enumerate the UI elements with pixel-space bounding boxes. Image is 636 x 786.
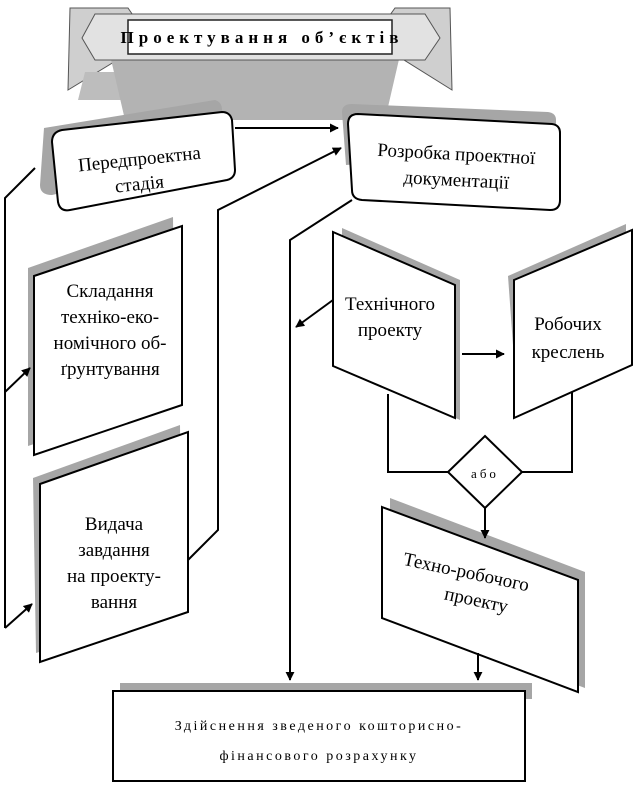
design-docs-node: Розробка проектної документації: [342, 104, 561, 212]
technical-line-1: Технічного: [345, 294, 435, 315]
final-node: Здійснення зведеного кошторисно- фінансо…: [112, 683, 532, 782]
technical-line-2: проекту: [358, 320, 423, 341]
predesign-node: Передпроектна стадія: [40, 100, 237, 212]
feasibility-line-3: номічного об-: [54, 333, 167, 354]
technical-node: Технічного проекту: [332, 228, 460, 420]
or-decision: або: [446, 434, 524, 510]
final-line-2: фінансового розрахунку: [219, 749, 418, 764]
title-banner: Проектування об’єктів: [67, 7, 453, 120]
feasibility-line-2: техніко-еко-: [61, 307, 159, 328]
assignment-line-4: вання: [91, 592, 137, 613]
predesign-line-2: стадія: [114, 171, 165, 197]
or-label: або: [471, 466, 499, 481]
assignment-node: Видача завдання на проекту- вання: [33, 425, 189, 664]
feasibility-line-4: ґрунтування: [60, 359, 160, 380]
title-text: Проектування об’єктів: [121, 28, 404, 47]
working-line-1: Робочих: [534, 314, 602, 335]
final-line-1: Здійснення зведеного кошторисно-: [175, 719, 464, 734]
assignment-line-1: Видача: [85, 514, 144, 535]
connectors: [4, 123, 573, 681]
feasibility-line-1: Складання: [67, 281, 154, 302]
assignment-line-2: завдання: [78, 540, 150, 561]
feasibility-node: Складання техніко-еко- номічного об- ґру…: [28, 217, 183, 457]
working-node: Робочих креслень: [508, 224, 633, 420]
working-line-2: креслень: [532, 342, 605, 363]
tech-working-node: Техно-робочого проекту: [381, 498, 585, 694]
assignment-line-3: на проекту-: [67, 566, 161, 587]
